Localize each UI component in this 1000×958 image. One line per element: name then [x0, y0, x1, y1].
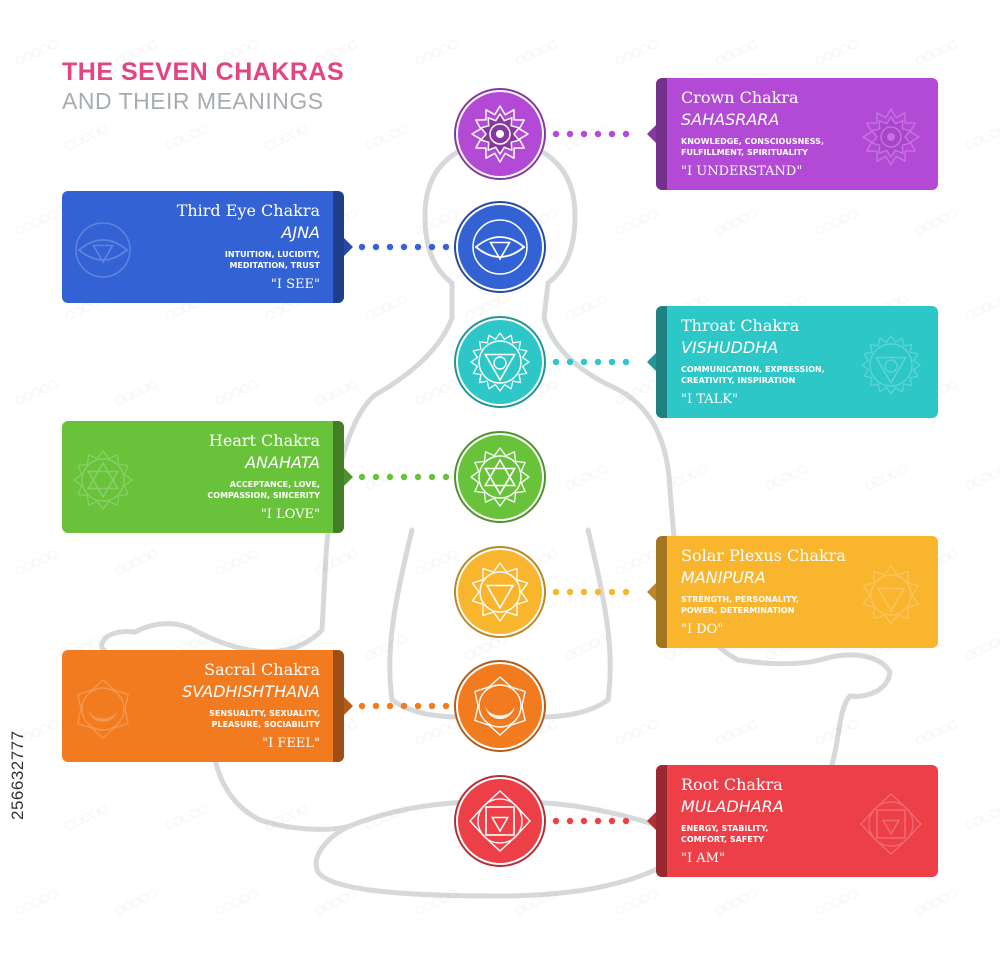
chakra-name: Third Eye Chakra [176, 201, 320, 220]
sanskrit-name: SVADHISHTHANA [182, 682, 320, 701]
square-triangle-watermark-icon [860, 793, 922, 855]
affirmation: "I TALK" [681, 392, 738, 407]
stock-id: 256632777 [8, 730, 27, 820]
meaning-line: FULFILLMENT, SPIRITUALITY [681, 148, 808, 157]
card-pointer [647, 353, 656, 371]
page-subtitle: AND THEIR MEANINGS [62, 88, 324, 114]
affirmation: "I FEEL" [262, 736, 320, 751]
meaning-line: ENERGY, STABILITY, [681, 824, 769, 833]
lotus-watermark-icon [862, 108, 920, 166]
affirmation: "I LOVE" [260, 507, 320, 522]
chakra-meanings: STRENGTH, PERSONALITY, POWER, DETERMINATI… [681, 594, 846, 616]
crown-connector [552, 130, 630, 138]
eye-triangle-watermark-icon [75, 222, 131, 278]
meaning-line: INTUITION, LUCIDITY, [224, 250, 320, 259]
chakra-name: Crown Chakra [681, 88, 799, 107]
solar_plexus-chakra-circle [454, 546, 546, 638]
card-pointer [647, 583, 656, 601]
sacral-connector [358, 702, 450, 710]
hexagram-icon [470, 447, 530, 507]
down-triangle-circle-watermark-icon [861, 335, 921, 395]
affirmation: "I SEE" [270, 277, 320, 292]
chakra-meanings: ACCEPTANCE, LOVE, COMPASSION, SINCERITY [207, 479, 320, 501]
card-pointer [344, 468, 353, 486]
affirmation: "I UNDERSTAND" [681, 164, 803, 179]
meaning-line: STRENGTH, PERSONALITY, [681, 595, 799, 604]
card-edge-strip [656, 765, 667, 877]
card-edge-strip [333, 191, 344, 303]
card-edge-strip [333, 650, 344, 762]
third_eye-connector [358, 243, 450, 251]
chakra-name: Heart Chakra [208, 431, 320, 450]
chakra-name: Sacral Chakra [204, 660, 320, 679]
meaning-line: KNOWLEDGE, CONSCIOUSNESS, [681, 137, 824, 146]
affirmation: "I AM" [681, 851, 725, 866]
eye-triangle-icon [472, 219, 528, 275]
chakra-meanings: KNOWLEDGE, CONSCIOUSNESS, FULFILLMENT, SP… [681, 136, 824, 158]
crescent-watermark-icon [77, 679, 129, 739]
chakra-meanings: ENERGY, STABILITY, COMFORT, SAFETY [681, 823, 784, 845]
meaning-line: PLEASURE, SOCIABILITY [211, 720, 320, 729]
throat-connector [552, 358, 630, 366]
meaning-line: CREATIVITY, INSPIRATION [681, 376, 796, 385]
card-edge-strip [333, 421, 344, 533]
square-triangle-icon [469, 790, 531, 852]
chakra-meanings: COMMUNICATION, EXPRESSION, CREATIVITY, IN… [681, 364, 825, 386]
meaning-line: MEDITATION, TRUST [229, 261, 320, 270]
card-edge-strip [656, 306, 667, 418]
meaning-line: ACCEPTANCE, LOVE, [229, 480, 320, 489]
down-triangle-icon [471, 562, 529, 622]
root-chakra-circle [454, 775, 546, 867]
card-edge-strip [656, 536, 667, 648]
sanskrit-name: AJNA [281, 223, 320, 242]
card-edge-strip [656, 78, 667, 190]
root-connector [552, 817, 630, 825]
sanskrit-name: MULADHARA [681, 797, 784, 816]
sanskrit-name: VISHUDDHA [681, 338, 779, 357]
meaning-line: SENSUALITY, SEXUALITY, [209, 709, 320, 718]
hexagram-watermark-icon [73, 450, 133, 510]
chakra-meanings: SENSUALITY, SEXUALITY, PLEASURE, SOCIABIL… [182, 708, 320, 730]
throat-chakra-circle [454, 316, 546, 408]
sanskrit-name: SAHASRARA [681, 110, 780, 129]
crescent-icon [474, 676, 526, 736]
third_eye-chakra-circle [454, 201, 546, 293]
affirmation: "I DO" [681, 622, 724, 637]
card-pointer [344, 697, 353, 715]
crown-chakra-circle [454, 88, 546, 180]
chakra-meanings: INTUITION, LUCIDITY, MEDITATION, TRUST [177, 249, 320, 271]
chakra-name: Solar Plexus Chakra [681, 546, 846, 565]
lotus-icon [471, 105, 529, 163]
sanskrit-name: MANIPURA [681, 568, 766, 587]
solar_plexus-connector [552, 588, 630, 596]
sacral-chakra-circle [454, 660, 546, 752]
card-pointer [647, 125, 656, 143]
page-title: THE SEVEN CHAKRAS [62, 58, 345, 86]
heart-connector [358, 473, 450, 481]
meaning-line: COMFORT, SAFETY [681, 835, 764, 844]
chakra-name: Root Chakra [681, 775, 783, 794]
card-pointer [647, 812, 656, 830]
card-pointer [344, 238, 353, 256]
down-triangle-circle-icon [470, 332, 530, 392]
heart-chakra-circle [454, 431, 546, 523]
meaning-line: POWER, DETERMINATION [681, 606, 795, 615]
sanskrit-name: ANAHATA [245, 453, 320, 472]
meaning-line: COMMUNICATION, EXPRESSION, [681, 365, 825, 374]
chakra-name: Throat Chakra [681, 316, 800, 335]
meaning-line: COMPASSION, SINCERITY [207, 491, 320, 500]
down-triangle-watermark-icon [862, 565, 920, 625]
